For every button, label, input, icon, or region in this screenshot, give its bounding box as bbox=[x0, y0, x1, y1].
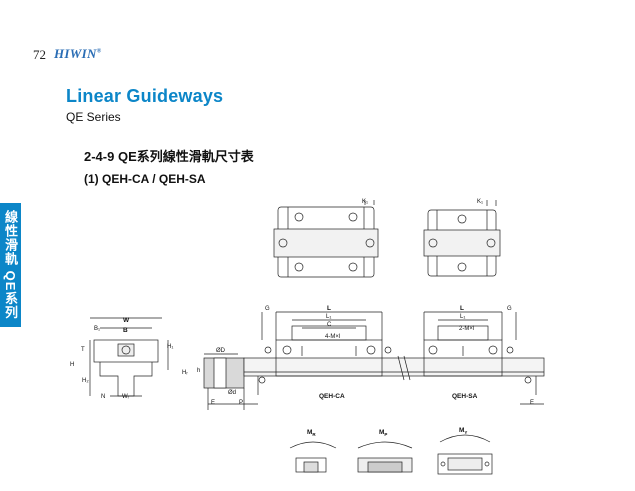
label-od: ØD bbox=[216, 348, 226, 354]
side-view-ca-block bbox=[261, 312, 392, 377]
rail-section-view bbox=[203, 353, 245, 410]
label-mp-sub: P bbox=[384, 432, 387, 437]
label-mr-m: M bbox=[307, 429, 312, 436]
label-my-m: M bbox=[459, 427, 464, 434]
label-qeh-sa: QEH-SA bbox=[452, 393, 478, 400]
side-chapter-tab: 線性滑軌 QE系列 bbox=[0, 203, 21, 327]
section-heading: 2-4-9 QE系列線性滑軌尺寸表 bbox=[84, 149, 254, 164]
label-e-left: E bbox=[211, 400, 215, 406]
page-title: Linear Guideways bbox=[66, 86, 224, 106]
label-g-ca: G bbox=[265, 306, 270, 312]
moment-mr-icon bbox=[289, 441, 337, 473]
page-number: 72 bbox=[33, 47, 46, 62]
label-g-sa: G bbox=[507, 306, 512, 312]
subsection-heading: (1) QEH-CA / QEH-SA bbox=[84, 172, 206, 186]
label-wr: Wᵣ bbox=[122, 394, 130, 400]
side-view-rail bbox=[243, 355, 545, 395]
label-e-right: E bbox=[530, 400, 534, 406]
side-view-sa-block bbox=[423, 312, 517, 377]
label-p: P bbox=[239, 400, 243, 406]
label-h: H bbox=[70, 362, 74, 368]
label-b1: B₁ bbox=[94, 326, 100, 332]
label-qeh-ca: QEH-CA bbox=[319, 393, 345, 400]
label-l1-ca: L₁ bbox=[326, 314, 331, 320]
label-k1-ca: K₁ bbox=[362, 199, 368, 205]
brand-name: HIWIN bbox=[54, 46, 97, 61]
series-subtitle: QE Series bbox=[66, 110, 121, 124]
label-l-sa: L bbox=[460, 305, 464, 312]
label-b: B bbox=[123, 327, 128, 334]
label-4mxl: 4-M×l bbox=[325, 334, 340, 340]
label-h1: H₁ bbox=[167, 344, 173, 350]
moment-my-icon bbox=[437, 434, 493, 475]
label-mp: MP bbox=[379, 429, 387, 437]
label-l-ca: L bbox=[327, 305, 331, 312]
brand-logo: HIWIN® bbox=[54, 46, 101, 62]
top-view-sa-block bbox=[423, 200, 501, 277]
label-2mxl: 2-M×l bbox=[459, 326, 474, 332]
label-c-ca: C bbox=[327, 322, 332, 328]
label-my: MY bbox=[459, 427, 467, 435]
top-view-ca-block bbox=[273, 200, 379, 278]
registered-mark: ® bbox=[96, 48, 102, 55]
label-my-sub: Y bbox=[464, 430, 467, 435]
front-view-cross-section bbox=[89, 317, 169, 397]
label-n: N bbox=[101, 394, 105, 400]
label-mp-m: M bbox=[379, 429, 384, 436]
label-t: T bbox=[81, 347, 85, 353]
label-h-rail: h bbox=[197, 368, 200, 374]
moment-mp-icon bbox=[357, 441, 413, 473]
label-h2: H₂ bbox=[82, 378, 89, 384]
label-hr: Hᵣ bbox=[182, 370, 188, 376]
label-d: Ød bbox=[228, 390, 236, 396]
label-mr: MR bbox=[307, 429, 316, 437]
label-l1-sa: L₁ bbox=[460, 314, 465, 320]
label-w: W bbox=[123, 317, 130, 324]
label-mr-sub: R bbox=[312, 432, 316, 437]
label-k1-sa: K₁ bbox=[477, 199, 483, 205]
